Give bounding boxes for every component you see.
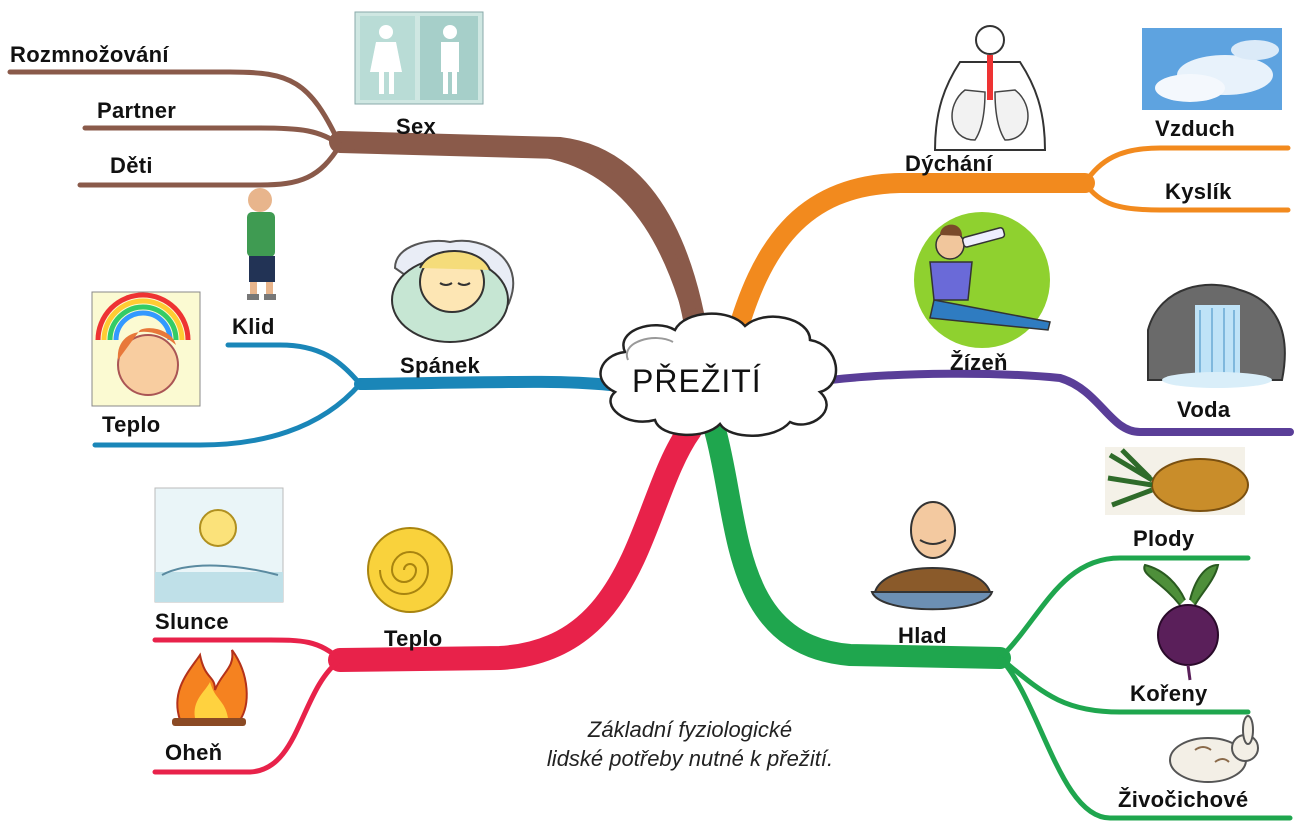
hlad-trunk <box>704 419 1011 669</box>
dychani-line-vzduch <box>1082 145 1291 186</box>
leaf-voda: Voda <box>1177 397 1231 422</box>
restroom-icon <box>354 11 484 105</box>
caption-line-2: lidské potřeby nutné k přežití. <box>546 745 834 771</box>
sex-line-partner <box>82 125 343 148</box>
leaf-teplo-spanek: Teplo <box>102 412 161 437</box>
branch-dychani <box>725 145 1291 350</box>
center-cloud <box>599 312 838 437</box>
caption-line-1: Základní fyziologické <box>587 717 793 742</box>
leaf-deti: Děti <box>110 153 153 178</box>
sky-icon <box>1142 28 1282 110</box>
leaf-ohen: Oheň <box>165 740 223 765</box>
leaf-kyslik: Kyslík <box>1165 179 1232 204</box>
swirl-sun-icon <box>367 527 453 613</box>
sun-landscape-icon <box>154 487 284 603</box>
leaf-plody: Plody <box>1133 526 1195 551</box>
spanek-trunk <box>354 375 616 391</box>
spanek-line-teplo <box>92 381 363 448</box>
branch-label-zizen: Žízeň <box>950 350 1008 375</box>
leaf-rozmnozovani: Rozmnožování <box>10 42 169 67</box>
branch-spanek <box>92 342 616 448</box>
branch-label-teplo: Teplo <box>384 626 443 651</box>
leaf-slunce: Slunce <box>155 609 229 634</box>
zizen-trunk <box>826 369 1294 436</box>
teplo-line-ohen <box>152 657 343 775</box>
caption: Základní fyziologické lidské potřeby nut… <box>475 716 905 773</box>
teplo-trunk <box>328 418 702 672</box>
spanek-line-klid <box>225 342 363 387</box>
boy-icon <box>247 188 276 300</box>
leaf-koreny: Kořeny <box>1130 681 1208 706</box>
leaf-partner: Partner <box>97 98 177 123</box>
leaf-vzduch: Vzduch <box>1155 116 1236 141</box>
branch-label-sex: Sex <box>396 114 437 139</box>
hlad-line-koreny <box>997 655 1251 715</box>
beetroot-icon <box>1143 563 1220 681</box>
sex-line-deti <box>77 142 343 188</box>
drinking-person-icon <box>914 212 1051 348</box>
sex-trunk <box>329 131 711 366</box>
dychani-line-kyslik <box>1082 180 1291 213</box>
center-title: PŘEŽITÍ <box>632 363 762 399</box>
branch-teplo <box>152 418 702 775</box>
branch-zizen <box>826 369 1294 436</box>
sex-line-rozmnozovani <box>7 69 343 148</box>
waterfall-icon <box>1147 283 1286 388</box>
branch-label-dychani: Dýchání <box>905 151 993 176</box>
branch-hlad <box>704 419 1293 821</box>
hungry-man-icon <box>870 501 994 611</box>
pineapple-icon <box>1105 447 1249 515</box>
branch-label-spanek: Spánek <box>400 353 481 378</box>
rainbow-child-icon <box>91 291 201 407</box>
teplo-line-slunce <box>152 637 343 663</box>
dychani-trunk <box>725 173 1095 350</box>
hlad-line-zivocichove <box>997 655 1293 821</box>
sleeping-face-icon <box>391 239 515 343</box>
lungs-icon <box>933 25 1047 151</box>
hlad-line-plody <box>997 555 1251 661</box>
branch-label-hlad: Hlad <box>898 623 947 648</box>
rabbit-icon <box>1169 715 1259 783</box>
leaf-zivocichove: Živočichové <box>1118 787 1249 812</box>
sex-trunk-inner <box>353 138 707 362</box>
leaf-klid: Klid <box>232 314 275 339</box>
fire-icon <box>172 649 248 726</box>
